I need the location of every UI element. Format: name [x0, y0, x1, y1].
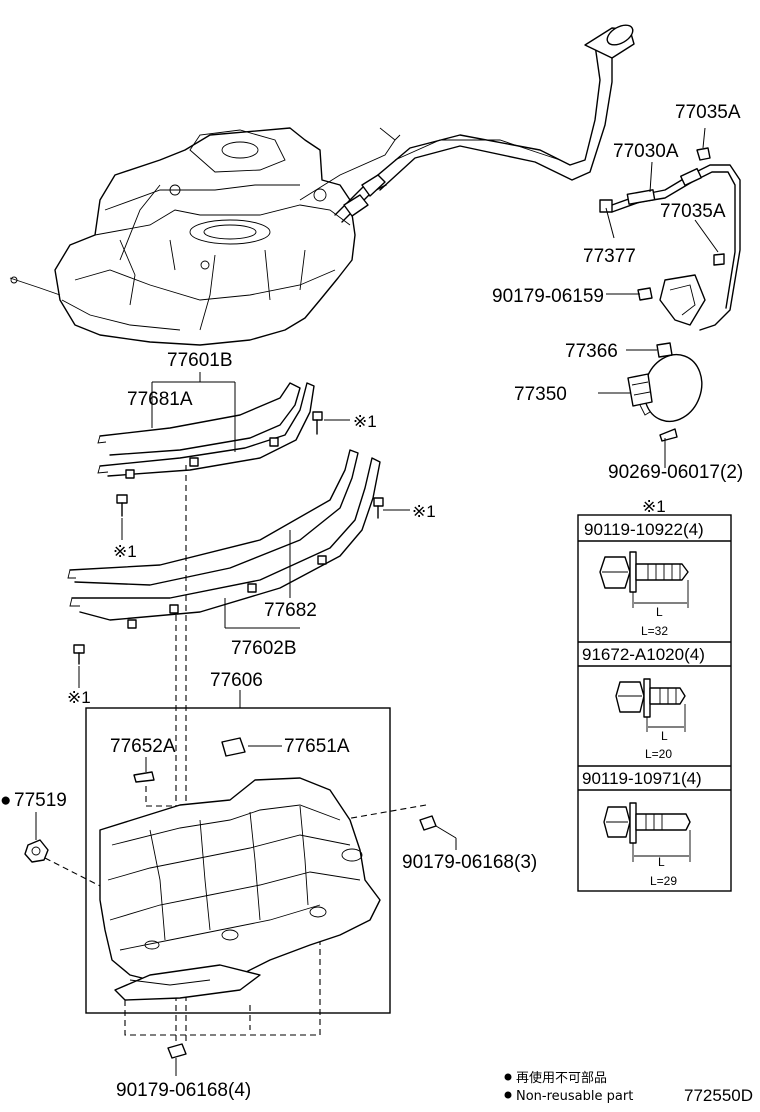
label-77601B: 77601B	[167, 350, 233, 371]
fuel-tank-illustration	[9, 127, 401, 346]
bolt-table-ref-mark: ※1	[642, 497, 666, 516]
label-77030A: 77030A	[613, 141, 679, 162]
bolt-row-1-length: L=32	[641, 624, 668, 638]
legend-line-1: 再使用不可部品	[516, 1070, 607, 1086]
label-77035A-mid: 77035A	[660, 201, 726, 222]
label-77606: 77606	[210, 670, 263, 691]
bolt-90119-10922-icon	[599, 551, 689, 608]
ref-mark-1a: ※1	[353, 412, 377, 431]
label-77366: 77366	[565, 341, 618, 362]
bolt-icon	[73, 411, 384, 665]
fuel-filler-pipe-icon	[343, 24, 635, 217]
tank-band-icon	[67, 382, 381, 629]
clip-icon	[167, 815, 457, 1076]
label-77519-dot: ●	[0, 790, 11, 811]
legend-line-2: Non-reusable part	[516, 1089, 633, 1104]
label-77682: 77682	[264, 600, 317, 621]
non-reusable-dot-icon	[504, 1073, 512, 1081]
band-leaders	[78, 372, 410, 708]
protector-pad-icon	[133, 737, 246, 783]
label-90179-06168-3: 90179-06168(3)	[402, 852, 537, 873]
bolt-row-1-part: 90119-10922(4)	[584, 520, 704, 539]
protector-group-frame	[85, 707, 391, 1014]
bolt-90119-10971-icon	[603, 802, 691, 862]
bolt-91672-A1020-icon	[615, 678, 686, 732]
diagram-id: 772550D	[684, 1086, 753, 1105]
tank-protector-icon	[99, 777, 381, 1001]
bolt-row-3-dim: L	[658, 855, 665, 869]
label-77377: 77377	[583, 246, 636, 267]
bolt-row-3-length: L=29	[650, 874, 677, 888]
non-reusable-dot-icon-2	[504, 1091, 512, 1099]
part-labels: 77035A 77030A 77035A 77377 90179-06159 7…	[0, 102, 753, 1105]
bolt-table	[577, 514, 732, 892]
ref-mark-1b: ※1	[113, 542, 137, 561]
bolt-row-2-dim: L	[661, 729, 668, 743]
label-90269-06017: 90269-06017(2)	[608, 462, 743, 483]
label-77652A: 77652A	[110, 736, 176, 757]
ref-mark-1c: ※1	[412, 502, 436, 521]
label-77035A-top: 77035A	[675, 102, 741, 123]
bolt-row-3-part: 90119-10971(4)	[582, 769, 702, 788]
bolt-row-2-part: 91672-A1020(4)	[582, 645, 705, 664]
protector-leaders	[145, 745, 282, 772]
label-77350: 77350	[514, 384, 567, 405]
label-90179-06159: 90179-06159	[492, 286, 604, 307]
label-77519: 77519	[14, 790, 67, 811]
label-77602B: 77602B	[231, 638, 297, 659]
bolt-row-2-length: L=20	[645, 747, 672, 761]
label-90179-06168-4: 90179-06168(4)	[116, 1080, 251, 1101]
right-leaders	[598, 127, 719, 468]
nut-icon	[24, 812, 49, 863]
ref-mark-1d: ※1	[67, 688, 91, 707]
label-77681A: 77681A	[127, 389, 193, 410]
fuel-lid-cable-icon	[599, 147, 741, 331]
bolt-row-1-dim: L	[656, 605, 663, 619]
label-77651A: 77651A	[284, 736, 350, 757]
fuel-lid-icon	[627, 342, 703, 442]
